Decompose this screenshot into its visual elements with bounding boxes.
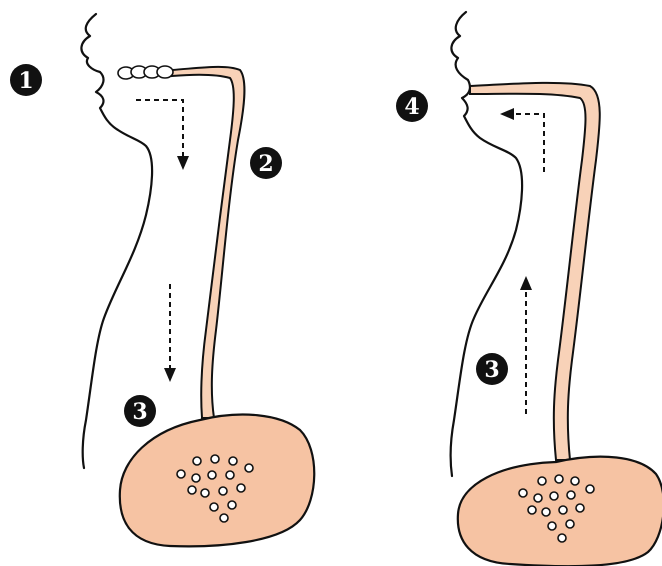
left-food-balls <box>118 66 173 79</box>
right-arrow-mouth <box>500 108 544 172</box>
left-badge-1: 1 <box>10 64 42 96</box>
left-badge-2: 2 <box>250 147 282 179</box>
left-arrow-mouth <box>136 100 189 170</box>
svg-text:1: 1 <box>18 68 33 94</box>
right-head-profile <box>451 12 522 476</box>
svg-text:2: 2 <box>258 151 273 177</box>
left-arrow-down <box>164 284 176 382</box>
left-badge-3: 3 <box>124 395 156 427</box>
svg-text:3: 3 <box>132 399 147 425</box>
right-esophagus <box>470 83 600 460</box>
right-badge-3: 3 <box>476 353 508 385</box>
left-panel: 1 2 3 <box>10 14 314 546</box>
right-arrow-up <box>520 276 532 414</box>
svg-text:4: 4 <box>404 94 419 120</box>
svg-text:3: 3 <box>484 357 499 383</box>
right-panel: 4 3 <box>396 12 662 566</box>
left-stomach <box>120 415 314 547</box>
right-badge-4: 4 <box>396 90 428 122</box>
